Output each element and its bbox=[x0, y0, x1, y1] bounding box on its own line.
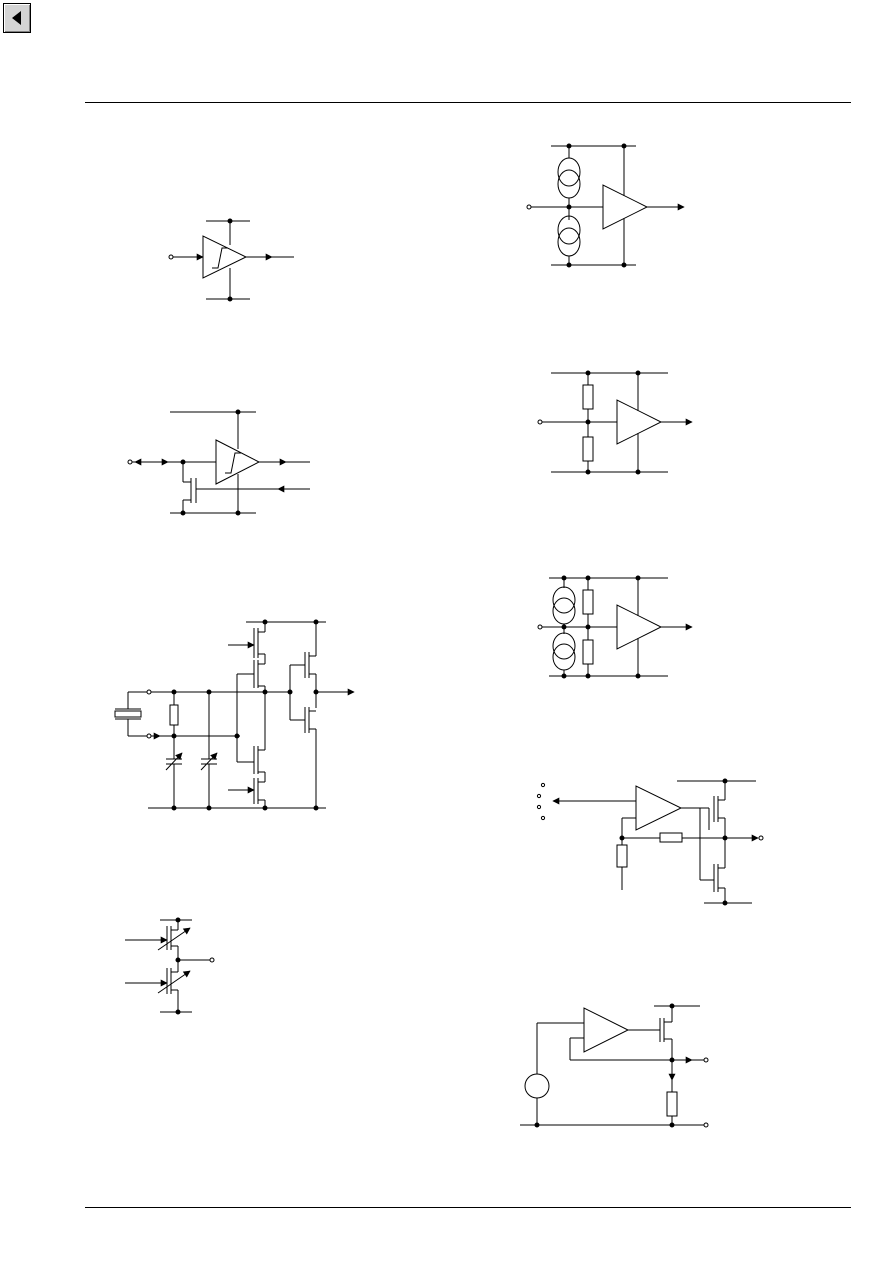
figure-programmable-drive-transistors bbox=[125, 917, 215, 1015]
figure-current-source-bias-input bbox=[526, 143, 685, 268]
figure-crystal-oscillator-circuit bbox=[114, 619, 355, 811]
amplifier-icon bbox=[616, 604, 663, 650]
buffer-triangle bbox=[202, 235, 248, 279]
amplifier-icon bbox=[616, 399, 663, 445]
amplifier-icon bbox=[602, 184, 649, 230]
resistor-icon bbox=[582, 384, 594, 410]
figure-schmitt-buffer-input bbox=[168, 218, 294, 302]
amplifier-icon bbox=[635, 785, 683, 831]
figure-resistor-divider-bias-input bbox=[537, 370, 693, 475]
amplifier-icon bbox=[583, 1007, 630, 1053]
resistor-icon bbox=[582, 589, 594, 615]
figure-bidirectional-schmitt-io bbox=[127, 409, 310, 516]
variable-transistor-icon bbox=[157, 927, 191, 951]
figure-current-source-resistor-bias-input bbox=[537, 575, 693, 679]
left-arrow-icon bbox=[12, 11, 21, 25]
resistor-icon bbox=[666, 1091, 678, 1117]
resistor-icon bbox=[659, 832, 683, 843]
current-source-icon bbox=[557, 157, 581, 187]
back-button[interactable] bbox=[3, 3, 31, 33]
schmitt-trigger-icon bbox=[225, 452, 241, 474]
header-rule bbox=[85, 102, 851, 103]
figure-selectable-output-driver bbox=[536, 778, 764, 906]
figure-voltage-follower-source-output bbox=[520, 1003, 709, 1128]
footer-rule bbox=[85, 1207, 851, 1208]
schmitt-trigger-icon bbox=[212, 247, 228, 269]
voltage-source-icon bbox=[524, 1073, 550, 1099]
current-source-icon bbox=[552, 586, 576, 614]
crystal-icon bbox=[114, 710, 142, 718]
resistor-icon bbox=[169, 704, 179, 726]
